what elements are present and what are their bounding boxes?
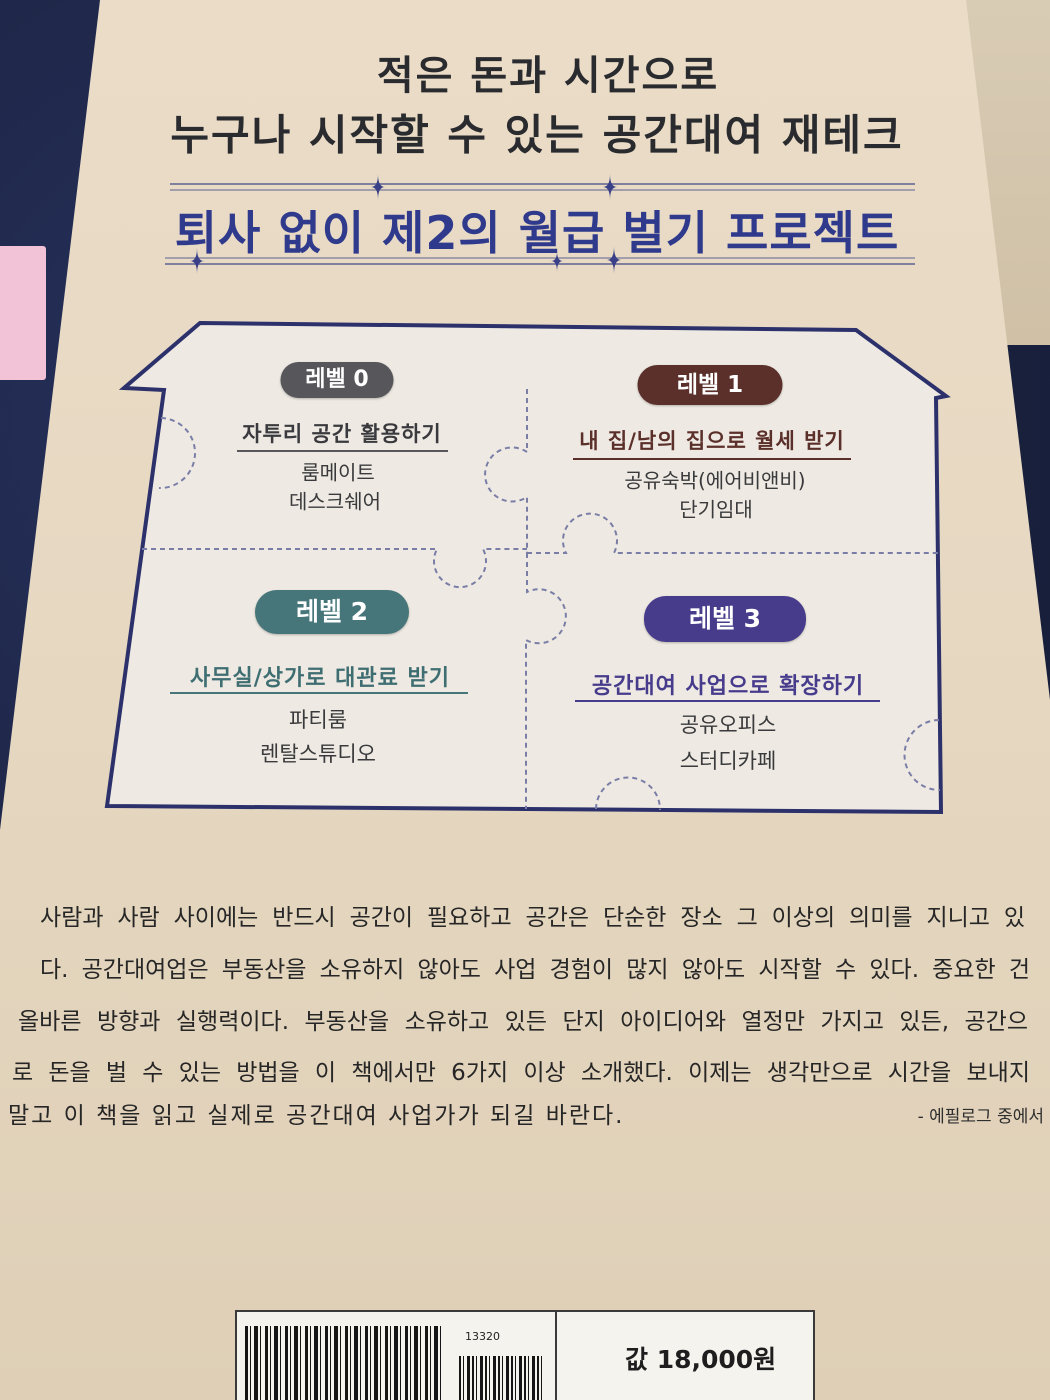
star-icon <box>607 246 621 274</box>
level-item: 공유숙박(에어비앤비) <box>624 468 806 493</box>
level-item: 공유오피스 <box>679 713 777 737</box>
level-badge-1: 레벨 1 <box>637 365 783 405</box>
barcode <box>245 1326 445 1400</box>
level-title-3: 공간대여 사업으로 확장하기 <box>591 674 865 699</box>
level-item: 단기임대 <box>679 497 753 522</box>
body-text-line: 로 돈을 벌 수 있는 방법을 이 책에서만 6가지 이상 소개했다. 이제는 … <box>12 1060 1030 1086</box>
puzzle-divider-vertical-top <box>484 389 528 553</box>
level-badge-0: 레벨 0 <box>280 362 394 398</box>
level-item: 룸메이트 <box>301 460 375 485</box>
level-item: 렌탈스튜디오 <box>260 742 376 766</box>
body-text-line: 올바른 방향과 실행력이다. 부동산을 소유하고 있든 단지 아이디어와 열정만… <box>18 1009 1028 1035</box>
star-icon <box>190 248 204 274</box>
pink-sticky-note <box>0 246 46 380</box>
level-title-underline-0 <box>237 450 448 452</box>
attribution: - 에필로그 중에서 <box>917 1107 1044 1127</box>
body-text-line: 사람과 사람 사이에는 반드시 공간이 필요하고 공간은 단순한 장소 그 이상… <box>40 905 1025 931</box>
decor-lines-top <box>170 174 915 200</box>
sticker-divider <box>555 1312 557 1400</box>
house-outline <box>104 320 951 815</box>
puzzle-divider-horizontal-right <box>527 512 939 554</box>
puzzle-notch-bottom <box>595 776 662 811</box>
level-title-2: 사무실/상가로 대관료 받기 <box>190 666 450 691</box>
price-sticker: 13320 값 18,000원 <box>235 1310 815 1400</box>
level-title-0: 자투리 공간 활용하기 <box>242 422 442 446</box>
decor-lines-bottom <box>165 246 915 274</box>
body-text-line: 다. 공간대여업은 부동산을 소유하지 않아도 사업 경험이 많지 않아도 시작… <box>40 957 1030 983</box>
level-badge-2: 레벨 2 <box>255 590 409 634</box>
level-item: 데스크쉐어 <box>289 489 381 514</box>
level-badge-3: 레벨 3 <box>644 596 806 642</box>
price-label: 값 18,000원 <box>625 1345 777 1374</box>
puzzle-notch-left <box>158 417 196 490</box>
puzzle-notch-right <box>903 719 941 792</box>
level-title-underline-2 <box>170 692 468 694</box>
star-icon <box>603 174 617 200</box>
level-item: 스터디카페 <box>679 749 777 773</box>
puzzle-divider-horizontal-left <box>142 548 527 589</box>
barcode-addon <box>459 1356 545 1400</box>
level-item: 파티룸 <box>289 708 347 732</box>
headline-line-2: 누구나 시작할 수 있는 공간대여 재테크 <box>170 110 904 160</box>
puzzle-divider-vertical-bottom <box>525 553 567 809</box>
level-title-1: 내 집/남의 집으로 월세 받기 <box>579 429 845 453</box>
body-text-line: 말고 이 책을 읽고 실제로 공간대여 사업가가 되길 바란다. <box>8 1103 625 1129</box>
barcode-code: 13320 <box>465 1330 500 1343</box>
subtitle: 퇴사 없이 제2의 월급 벌기 프로젝트 <box>174 206 900 260</box>
level-title-underline-3 <box>575 700 880 702</box>
star-icon <box>371 174 385 200</box>
star-icon <box>551 251 563 272</box>
level-title-underline-1 <box>573 458 851 460</box>
headline-line-1: 적은 돈과 시간으로 <box>376 53 720 99</box>
